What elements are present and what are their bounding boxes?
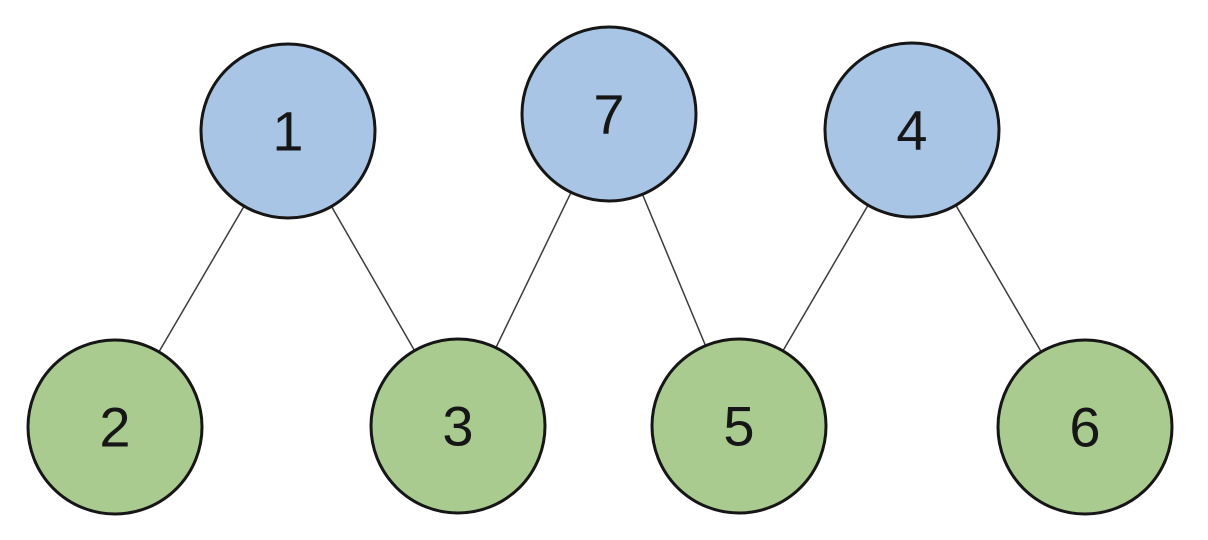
- node-circle-7: [520, 25, 698, 203]
- node-2: 2: [26, 338, 204, 516]
- node-circle-2: [26, 338, 204, 516]
- node-label-3: 3: [442, 395, 473, 458]
- node-label-7: 7: [593, 83, 624, 146]
- node-7: 7: [520, 25, 698, 203]
- node-label-1: 1: [272, 100, 303, 163]
- node-label-6: 6: [1069, 396, 1100, 459]
- node-label-4: 4: [896, 99, 927, 162]
- node-circle-5: [650, 337, 828, 515]
- node-label-2: 2: [99, 396, 130, 459]
- node-1: 1: [199, 42, 377, 220]
- node-4: 4: [823, 41, 1001, 219]
- node-circle-6: [996, 338, 1174, 516]
- node-circle-3: [369, 337, 547, 515]
- node-6: 6: [996, 338, 1174, 516]
- node-3: 3: [369, 337, 547, 515]
- node-5: 5: [650, 337, 828, 515]
- nodes-layer: 1 7 4 2 3 5 6: [26, 25, 1174, 516]
- node-label-5: 5: [723, 395, 754, 458]
- node-circle-4: [823, 41, 1001, 219]
- node-circle-1: [199, 42, 377, 220]
